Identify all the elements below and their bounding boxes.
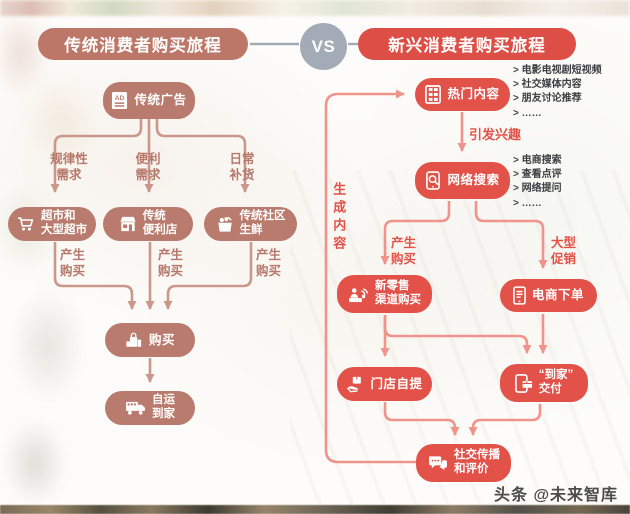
arrow-newretail-to-homedelivery: [383, 315, 532, 354]
hand-pickup-icon: [346, 376, 364, 393]
node-label: 网络搜索: [447, 173, 500, 188]
node-label: 门店自提: [370, 376, 423, 391]
label-regular-demand: 规律性 需求: [50, 152, 88, 182]
node-label: 社交传播 和评价: [454, 449, 500, 475]
bullet-item: > 网络提问: [513, 183, 562, 195]
bullet-item: > 查看点评: [513, 169, 562, 181]
bullet-item: > ……: [513, 107, 542, 119]
bullet-item: > ……: [513, 197, 542, 209]
web-search-bullet-list: > 电商搜索 > 查看点评 > 网络提问 > ……: [513, 154, 562, 211]
arrow-ad-to-fresh: [155, 119, 250, 193]
label-daily-restock: 日常 补货: [229, 152, 255, 182]
node-label: 热门内容: [447, 87, 500, 102]
node-web-search: 网络搜索: [415, 162, 510, 199]
storefront-icon: [119, 216, 137, 232]
chat-bubbles-icon: [427, 455, 448, 472]
node-label: 超市和 大型超市: [41, 210, 87, 236]
hot-content-bullet-list: > 电影电视剧短视频 > 社交媒体内容 > 朋友讨论推荐 > ……: [513, 64, 602, 121]
node-label: 传统 便利店: [142, 210, 178, 236]
vs-label: VS: [311, 36, 336, 56]
label-purchase-1: 产生 购买: [60, 248, 86, 278]
smartphone-order-icon: [513, 286, 526, 305]
film-strip-icon: [425, 85, 442, 104]
ad-document-icon: AD: [111, 91, 128, 110]
bullet-item: > 社交媒体内容: [513, 79, 582, 91]
node-community-fresh: 传统社区 生鲜: [204, 207, 297, 241]
shopping-cart-icon: [17, 216, 35, 232]
node-label: 自运 到家: [152, 394, 175, 420]
grocery-basket-icon: [216, 216, 234, 233]
node-ecommerce-order: 电商下单: [500, 279, 597, 312]
emerging-journey-title-pill: 新兴消费者购买旅程: [358, 28, 576, 60]
node-store-pickup: 门店自提: [337, 367, 432, 401]
node-self-delivery: 自运 到家: [105, 391, 195, 425]
node-label: 传统社区 生鲜: [239, 210, 286, 236]
node-convenience-store: 传统 便利店: [103, 207, 193, 241]
arrow-ad-to-supermarket: [50, 119, 143, 193]
arrow-homedelivery-to-social: [468, 404, 542, 436]
traditional-journey-title: 传统消费者购买旅程: [64, 37, 222, 55]
bullet-item: > 电影电视剧短视频: [513, 65, 602, 76]
emerging-journey-title: 新兴消费者购买旅程: [388, 37, 546, 55]
arrow-supermarket-to-buy: [53, 242, 137, 310]
delivery-truck-icon: [125, 400, 146, 416]
retail-counter-icon: [348, 286, 369, 303]
node-new-retail: 新零售 渠道购买: [337, 275, 432, 313]
bullet-item: > 电商搜索: [513, 155, 562, 166]
node-purchase: 购买: [105, 323, 195, 357]
phone-delivery-icon: [514, 373, 533, 393]
node-social-spread: 社交传播 和评价: [416, 444, 511, 482]
arrow-fresh-to-buy: [163, 242, 253, 310]
label-generate-purchase: 产生 购买: [391, 236, 417, 266]
label-trigger-interest: 引发兴趣: [469, 127, 522, 142]
node-label: “到家” 交付: [538, 369, 574, 395]
label-convenience-demand: 便利 需求: [135, 152, 161, 182]
bullet-item: > 朋友讨论推荐: [513, 93, 582, 105]
node-supermarket: 超市和 大型超市: [8, 207, 96, 241]
arrow-pickup-to-social: [383, 402, 460, 436]
shopping-bags-icon: [125, 332, 143, 349]
label-generate-content: 生成内容: [331, 182, 347, 254]
traditional-journey-title-pill: 传统消费者购买旅程: [38, 28, 248, 60]
arrow-search-to-newretail: [380, 201, 451, 265]
arrow-social-to-hotcontent-feedback: [324, 89, 416, 464]
node-label: 购买: [148, 332, 175, 347]
node-traditional-ad: AD 传统广告: [103, 82, 195, 119]
node-home-delivery: “到家” 交付: [500, 364, 588, 402]
vs-badge: VS: [300, 23, 347, 70]
node-label: 新零售 渠道购买: [375, 280, 421, 306]
watermark-text: 头条 @未来智库: [494, 487, 619, 504]
label-big-promotion: 大型 促销: [551, 236, 577, 266]
node-label: 电商下单: [531, 288, 584, 303]
node-label: 传统广告: [134, 93, 187, 108]
label-purchase-3: 产生 购买: [256, 248, 282, 278]
phone-search-icon: [425, 171, 441, 190]
node-hot-content: 热门内容: [415, 78, 510, 111]
label-purchase-2: 产生 购买: [158, 248, 184, 278]
svg-text:AD: AD: [115, 95, 125, 102]
arrow-search-to-ecommerce: [474, 201, 548, 269]
